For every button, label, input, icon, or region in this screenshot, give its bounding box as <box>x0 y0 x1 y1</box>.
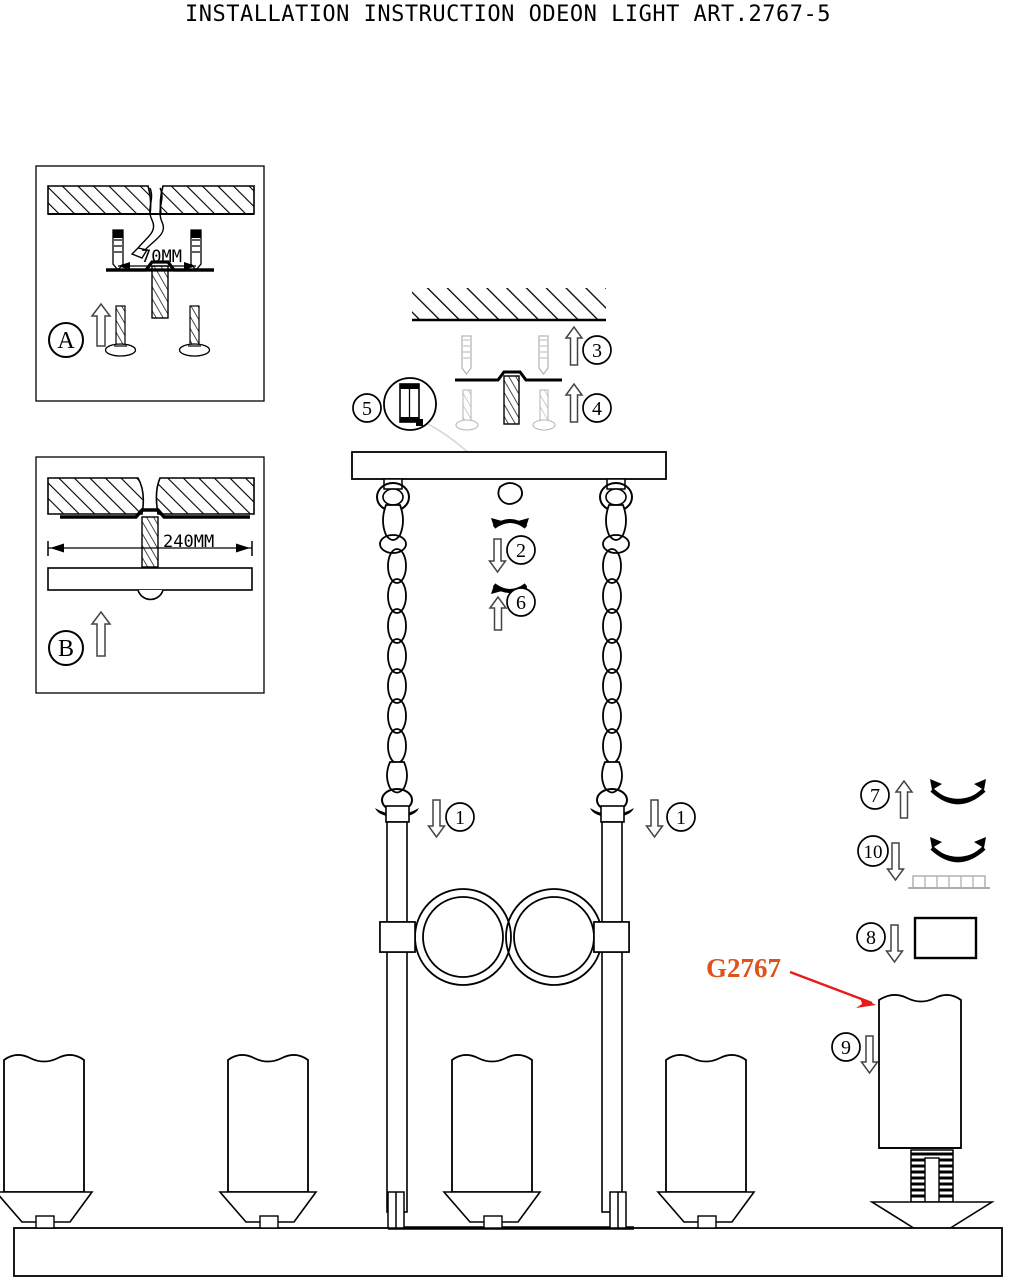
panel-a-ceiling <box>47 185 255 215</box>
step-6-badge: 6 <box>506 587 536 617</box>
glass-shade-4 <box>656 1054 756 1229</box>
step-9-badge: 8 <box>856 922 886 952</box>
svg-text:10: 10 <box>864 842 883 863</box>
svg-text:7: 7 <box>870 785 880 807</box>
step-4-screws <box>455 389 556 431</box>
chain-assembly-left <box>375 478 419 1213</box>
ceiling-nut-icon <box>497 482 523 505</box>
svg-text:5: 5 <box>362 398 372 420</box>
step-10-group: 10 <box>857 835 990 889</box>
decorative-rings <box>414 888 603 986</box>
glass-shade-5 <box>869 994 995 1243</box>
svg-text:8: 8 <box>866 927 876 949</box>
callout-g2767: G2767 <box>706 953 876 1008</box>
glass-plate-icon-9 <box>913 916 978 960</box>
page-title: INSTALLATION INSTRUCTION ODEON LIGHT ART… <box>184 2 832 27</box>
detail-panel-a: 70MM A <box>35 165 265 402</box>
step-2-badge: 2 <box>506 535 536 565</box>
svg-text:9: 9 <box>841 1037 851 1059</box>
panel-b-dimension-240mm: 240MM <box>47 532 253 556</box>
step-4-mounting-bar <box>455 370 562 382</box>
svg-text:1: 1 <box>676 807 686 829</box>
svg-text:A: A <box>57 328 75 354</box>
chain-assembly-right <box>590 478 634 1213</box>
step-8-arrow-down <box>860 1035 879 1075</box>
panel-b-bracket <box>60 508 250 519</box>
svg-text:3: 3 <box>592 340 602 362</box>
base-support-posts <box>387 1191 627 1229</box>
step-3-arrow-up <box>564 325 584 366</box>
step-1-right-group: 1 <box>645 799 696 839</box>
fixture-base-bar <box>13 1227 1003 1277</box>
panel-b-up-arrow <box>90 610 112 657</box>
step-5-badge: 5 <box>352 393 382 423</box>
step-6-arrow-up <box>488 595 508 631</box>
step-1-right-badge: 1 <box>666 802 696 832</box>
step-1-left-arrow-down <box>427 799 446 839</box>
chain-links-left <box>387 548 407 764</box>
step-8-badge: 9 <box>831 1032 861 1062</box>
panel-a-center-bolt <box>151 265 169 319</box>
step-2-arrow-down <box>488 538 507 574</box>
panel-a-wires <box>130 187 165 259</box>
step-5-leader-line <box>427 423 469 453</box>
step-10-badge: 10 <box>857 835 889 867</box>
canopy-bar <box>351 451 667 480</box>
step-4-center-bolt <box>503 375 520 425</box>
ceiling-section <box>412 288 606 322</box>
detail-panel-b: 240MM B <box>35 456 265 694</box>
shade-ring-icon-10 <box>930 837 986 863</box>
step-9-arrow-down <box>885 924 904 964</box>
panel-a-screws <box>104 305 211 357</box>
glass-shade-2 <box>218 1054 318 1229</box>
svg-text:1: 1 <box>455 807 465 829</box>
ring-connector-left-top <box>379 921 416 953</box>
panel-b-center-bolt <box>141 516 159 568</box>
step-6-group: 6 <box>488 583 536 631</box>
step-4-badge: 4 <box>582 393 612 423</box>
panel-b-dimension-label: 240MM <box>163 532 214 552</box>
callout-label: G2767 <box>706 953 781 983</box>
panel-a-dimension-label: 70MM <box>141 247 182 267</box>
svg-text:6: 6 <box>516 592 526 614</box>
step-4-group: 4 <box>455 370 612 431</box>
step-8-group: 9 <box>831 1032 879 1075</box>
callout-arrow-line <box>789 970 873 1005</box>
step-3-badge: 3 <box>582 335 612 365</box>
ring-connector-right-top <box>593 921 630 953</box>
shade-ring-icon-7 <box>930 779 986 805</box>
panel-b-plate-dome <box>137 589 164 601</box>
socket-icon-10 <box>908 875 990 889</box>
terminal-block-icon <box>399 383 423 426</box>
step-1-left-group: 1 <box>427 799 475 839</box>
panel-b-label: B <box>48 630 84 666</box>
panel-a-up-arrow <box>90 302 112 347</box>
svg-text:B: B <box>58 636 74 662</box>
step-7-group: 7 <box>860 779 986 819</box>
panel-a-label: A <box>48 322 84 358</box>
lamp-socket-5 <box>910 1149 954 1203</box>
step-5-group: 5 <box>352 377 469 453</box>
step-7-arrow-up <box>894 779 914 819</box>
step-10-arrow-down <box>886 842 905 882</box>
step-1-left-badge: 1 <box>445 802 475 832</box>
step-7-badge: 7 <box>860 780 890 810</box>
panel-a-anchors <box>112 229 202 272</box>
step-1-right-arrow-down <box>645 799 664 839</box>
panel-b-mount-plate <box>47 567 253 591</box>
step-4-arrow-up <box>564 382 584 423</box>
glass-shade-3 <box>442 1054 542 1229</box>
svg-text:4: 4 <box>592 398 602 420</box>
chain-links-right <box>602 548 622 764</box>
glass-shade-1 <box>0 1054 94 1229</box>
svg-text:2: 2 <box>516 540 526 562</box>
step-9-group: 8 <box>856 916 978 964</box>
panel-b-ceiling <box>47 477 255 515</box>
callout-arrow-head <box>856 997 876 1008</box>
step-2-group: 2 <box>488 482 536 574</box>
step-3-group: 3 <box>461 325 612 376</box>
